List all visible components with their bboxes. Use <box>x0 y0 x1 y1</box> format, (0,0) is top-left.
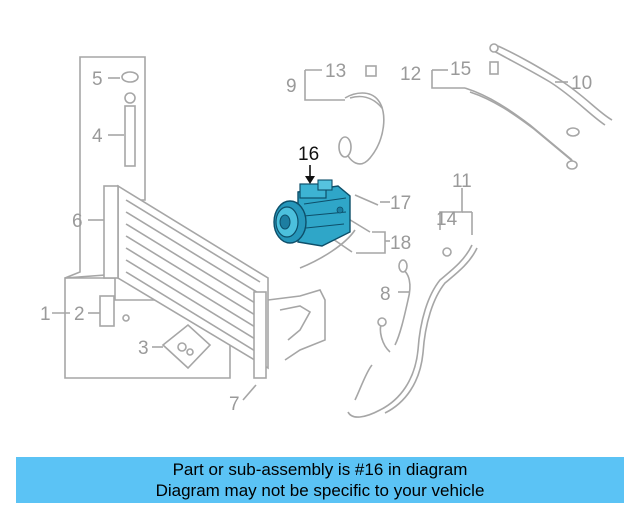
liquid-line-assembly <box>347 188 478 418</box>
callout-7: 7 <box>229 394 240 415</box>
callout-16: 16 <box>298 144 319 165</box>
callout-12: 12 <box>400 64 421 85</box>
callout-18: 18 <box>390 233 411 254</box>
banner-disclaimer-line: Diagram may not be specific to your vehi… <box>155 481 485 500</box>
callout-5: 5 <box>92 69 103 90</box>
callout-15: 15 <box>450 59 471 80</box>
callout-1: 1 <box>40 304 51 325</box>
callout-4: 4 <box>92 126 103 147</box>
discharge-hose-assembly <box>431 43 613 170</box>
suction-hose-assembly <box>299 65 385 269</box>
callout-13: 13 <box>325 61 346 82</box>
banner-part-line: Part or sub-assembly is #16 in diagram <box>172 460 468 479</box>
part-info-banner: Part or sub-assembly is #16 in diagram D… <box>16 457 624 503</box>
callout-10: 10 <box>571 73 592 94</box>
callout-3: 3 <box>138 338 149 359</box>
parts-diagram: 1 2 3 4 5 6 7 8 9 10 11 12 13 14 15 16 1… <box>40 43 613 418</box>
callout-6: 6 <box>72 211 83 232</box>
callout-2: 2 <box>74 304 85 325</box>
ac-compressor[interactable] <box>273 165 351 247</box>
condenser-assembly <box>52 56 326 401</box>
callout-14: 14 <box>436 209 458 230</box>
callout-11: 11 <box>452 171 472 192</box>
callout-17: 17 <box>390 193 411 214</box>
callout-8: 8 <box>380 284 391 305</box>
callout-9: 9 <box>286 76 297 97</box>
